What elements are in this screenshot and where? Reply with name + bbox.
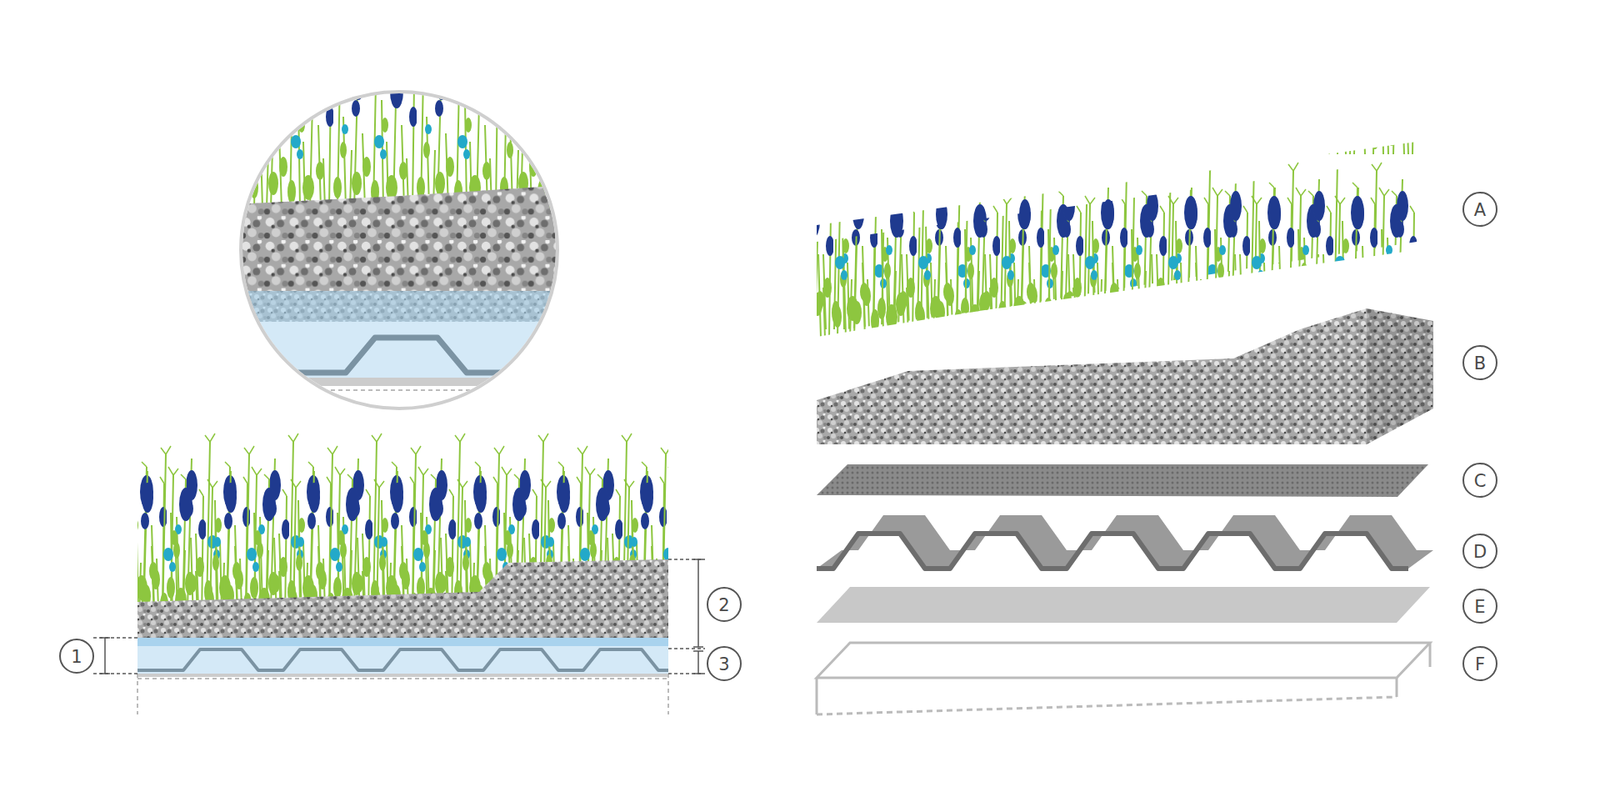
callout-number: D [1473, 543, 1487, 561]
callout-number: 1 [70, 648, 82, 666]
callout-number: F [1475, 655, 1485, 674]
callout-number: B [1474, 355, 1486, 373]
callout-number: 2 [718, 596, 730, 615]
callout-number: E [1474, 598, 1485, 616]
callout-number: 3 [718, 655, 730, 674]
callout-number: C [1474, 472, 1487, 490]
callout-number: A [1474, 201, 1486, 220]
